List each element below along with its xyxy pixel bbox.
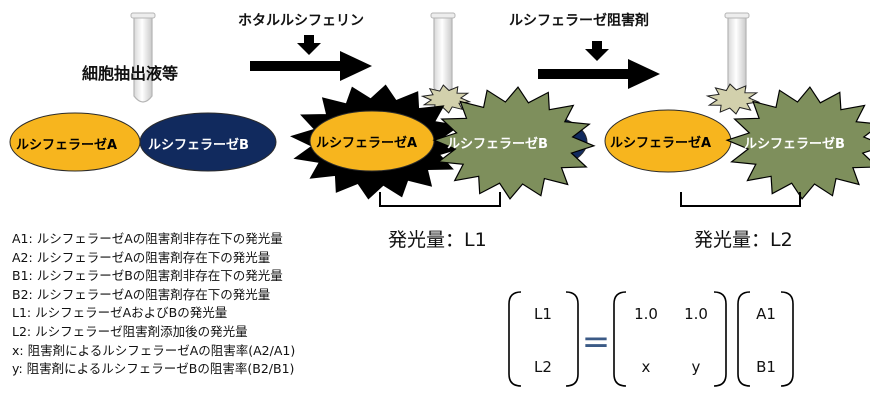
enzyme-b-ellipse	[139, 112, 277, 172]
test-tube-3	[724, 12, 750, 95]
starburst-enzyme-b	[432, 86, 596, 200]
lhs-l2: L2	[534, 358, 552, 376]
coef-12: 1.0	[684, 305, 708, 323]
small-starburst	[705, 83, 761, 115]
enzyme-a-label: ルシフェラーゼA	[610, 136, 712, 151]
inhibitor-label: ルシフェラーゼ阻害剤	[509, 13, 649, 29]
extract-label: 細胞抽出液等	[82, 64, 179, 83]
enzyme-b-label: ルシフェラーゼB	[447, 137, 548, 152]
legend-item-b1: B1: ルシフェラーゼBの阻害剤非存在下の発光量	[12, 268, 283, 284]
matrix-coef-brackets	[613, 291, 727, 387]
enzyme-a-ellipse	[309, 110, 435, 172]
coef-22: y	[691, 358, 701, 376]
legend-item-l2: L2: ルシフェラーゼ阻害剤添加後の発光量	[12, 323, 248, 339]
luciferin-label: ホタルルシフェリン	[238, 13, 364, 29]
arrow-right-2	[538, 59, 660, 89]
rhs-a1: A1	[756, 305, 776, 323]
lhs-l1: L1	[534, 305, 552, 323]
coef-21: x	[641, 358, 651, 376]
rhs-b1: B1	[756, 358, 776, 376]
matrix-lhs-brackets	[508, 291, 579, 387]
equals-sign: =	[581, 322, 611, 362]
matrix-rhs-brackets	[737, 291, 794, 387]
test-tube-1	[130, 12, 156, 103]
arrow-down-1	[297, 35, 321, 55]
legend-item-a2: A2: ルシフェラーゼAの阻害剤存在下の発光量	[12, 249, 271, 265]
bracket-l1	[379, 192, 501, 207]
legend-item-a1: A1: ルシフェラーゼAの阻害剤非存在下の発光量	[12, 231, 283, 246]
enzyme-b-label: ルシフェラーゼB	[148, 138, 249, 153]
legend-item-b2: B2: ルシフェラーゼAの阻害剤存在下の発光量	[12, 286, 271, 302]
luminescence-l1-label: 発光量：L1	[388, 229, 487, 251]
small-starburst	[420, 84, 472, 114]
enzyme-a-label: ルシフェラーゼA	[316, 136, 418, 151]
enzyme-a-label: ルシフェラーゼA	[16, 138, 118, 153]
legend-item-x: x: 阻害剤によるルシフェラーゼAの阻害率(A2/A1)	[12, 342, 296, 358]
test-tube-2	[430, 12, 456, 95]
legend-item-l1: L1: ルシフェラーゼAおよびBの発光量	[12, 305, 228, 321]
variable-legend: A1: ルシフェラーゼAの阻害剤非存在下の発光量 A2: ルシフェラーゼAの阻害…	[12, 230, 295, 379]
arrow-down-2	[585, 41, 609, 61]
luminescence-l2-label: 発光量：L2	[694, 229, 793, 251]
bracket-l2	[680, 192, 801, 207]
enzyme-b-label: ルシフェラーゼB	[744, 137, 845, 152]
arrow-right-1	[250, 51, 372, 81]
legend-item-y: y: 阻害剤によるルシフェラーゼBの阻害率(B2/B1)	[12, 361, 295, 377]
coef-11: 1.0	[634, 305, 658, 323]
starburst-enzyme-b	[725, 86, 870, 200]
